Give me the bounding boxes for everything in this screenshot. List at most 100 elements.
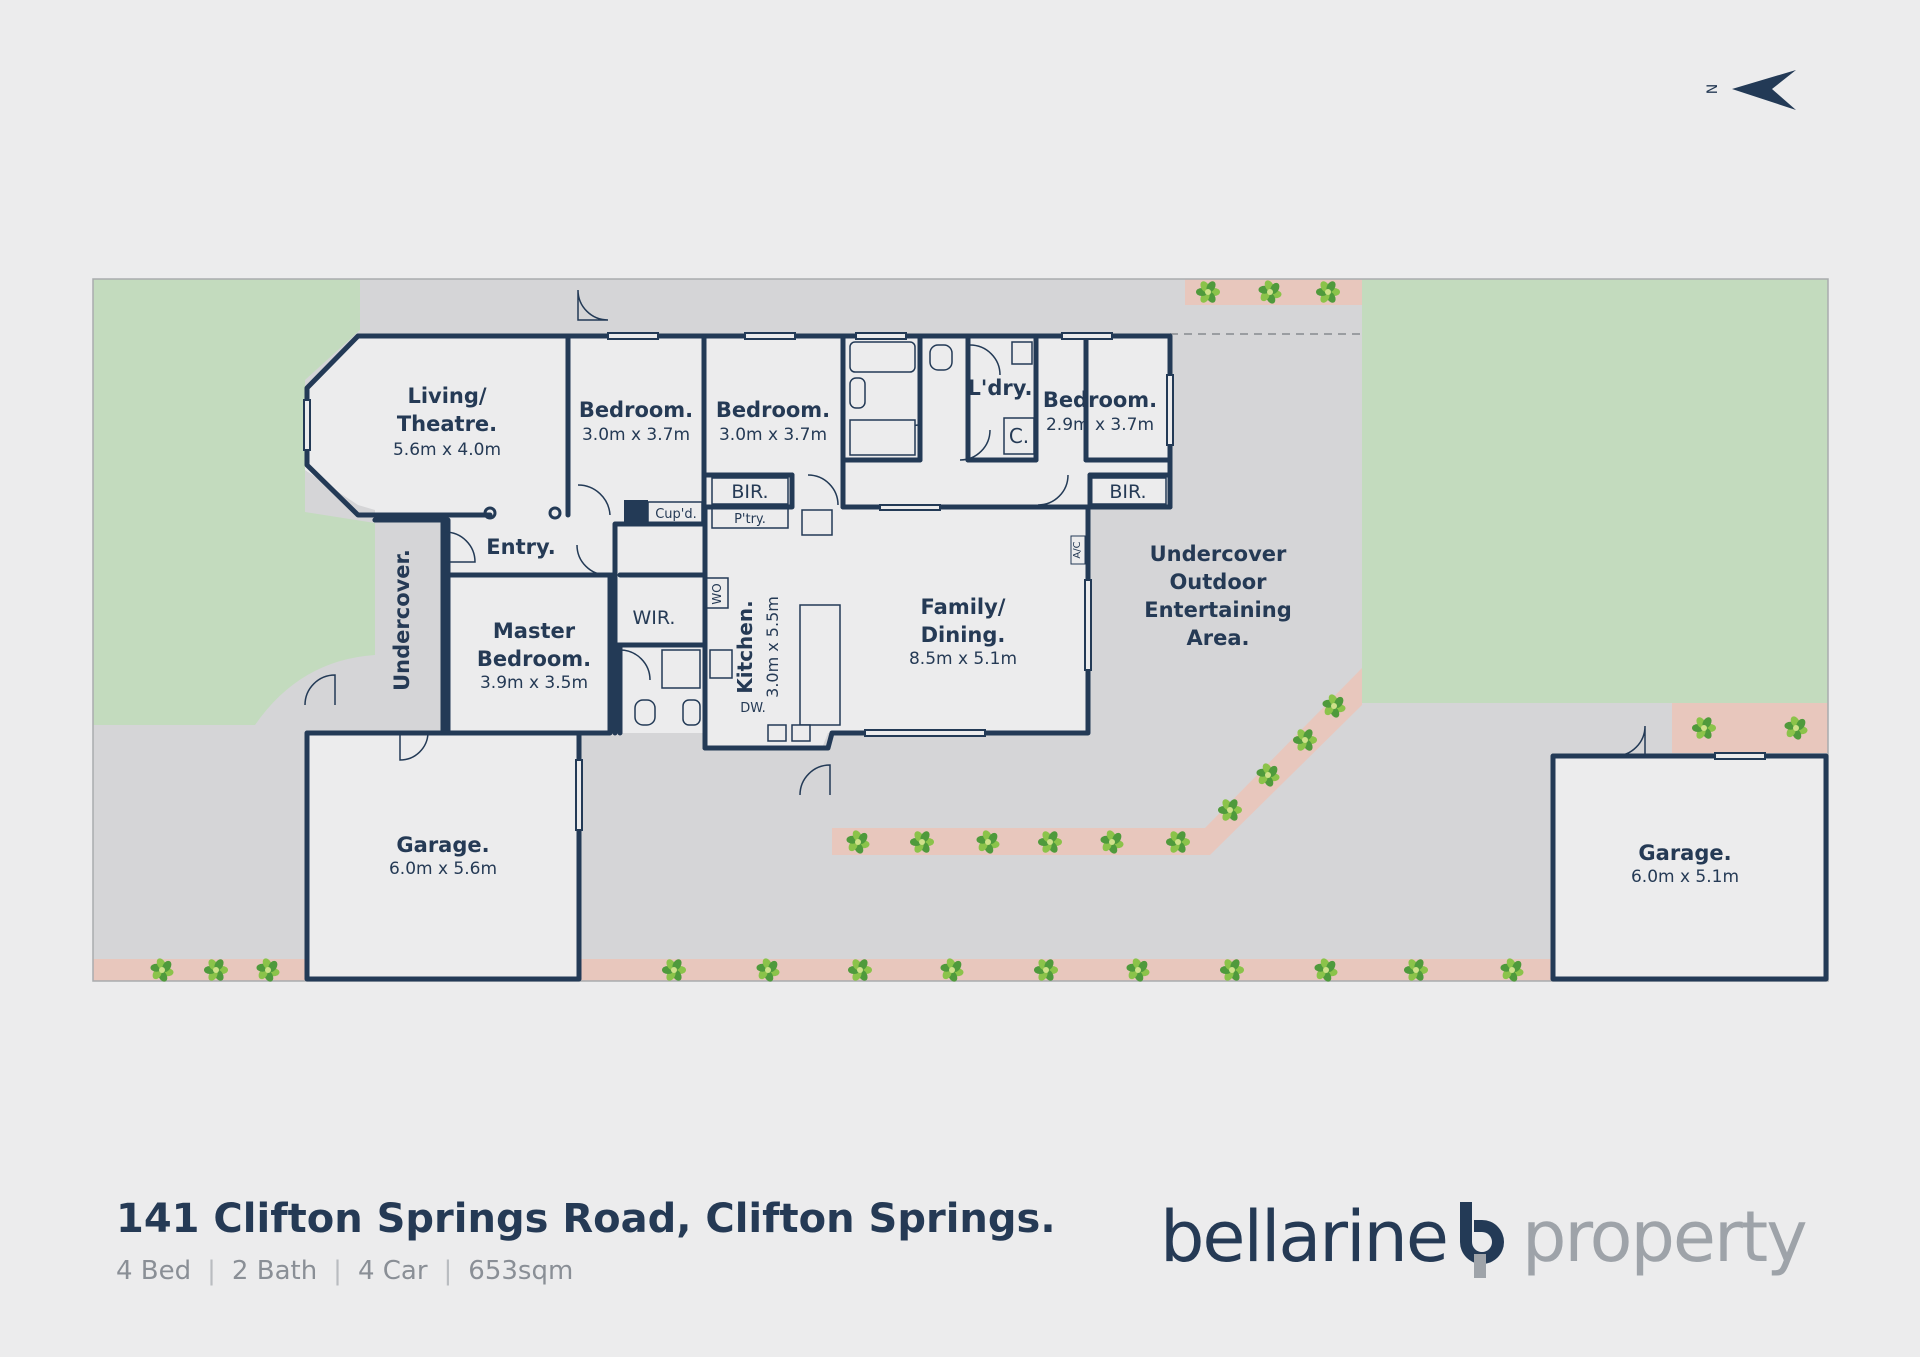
pantry-label: P'try. bbox=[734, 512, 766, 527]
outdoor-label-line3: Entertaining bbox=[1144, 598, 1291, 622]
door-swing bbox=[577, 289, 609, 321]
shrub-icon bbox=[940, 958, 964, 982]
shrubs bbox=[150, 280, 1808, 982]
brand-mark-icon bbox=[1460, 1202, 1504, 1278]
wir-label: WIR. bbox=[633, 607, 676, 629]
basin-icon bbox=[849, 377, 866, 409]
c-frame bbox=[1003, 417, 1035, 455]
garage-2-label: Garage. bbox=[1638, 841, 1731, 865]
shrub-icon bbox=[1166, 831, 1190, 853]
bath-tub-icon bbox=[849, 341, 916, 373]
shrub-icon bbox=[1322, 694, 1346, 718]
basin-icon bbox=[682, 699, 701, 726]
bedroom-b-label: Bedroom. bbox=[716, 398, 830, 422]
window bbox=[1061, 332, 1113, 340]
shrub-icon bbox=[1100, 830, 1124, 854]
window bbox=[879, 504, 941, 511]
cupboard-frame bbox=[647, 501, 703, 525]
shrub-icon bbox=[1034, 959, 1058, 981]
compass-label: N bbox=[1705, 84, 1721, 94]
garage-1-label: Garage. bbox=[396, 833, 489, 857]
window bbox=[1166, 374, 1174, 446]
bedroom-a-size: 3.0m x 3.7m bbox=[582, 425, 690, 445]
door-swing bbox=[576, 544, 608, 576]
shrub-icon bbox=[976, 830, 1000, 854]
toilet-icon bbox=[634, 699, 656, 726]
north-arrow-icon bbox=[1732, 70, 1796, 110]
door-swing bbox=[304, 674, 336, 706]
family-label-line2: Dining. bbox=[921, 623, 1006, 647]
window bbox=[607, 332, 659, 340]
shrub-icon bbox=[1126, 958, 1150, 982]
listing-specs: 4 Bed|2 Bath|4 Car|653sqm bbox=[116, 1256, 573, 1286]
listing-address: 141 Clifton Springs Road, Clifton Spring… bbox=[116, 1196, 1056, 1242]
shrub-icon bbox=[848, 959, 872, 981]
pantry-frame bbox=[711, 507, 789, 529]
kitchen-label: Kitchen. bbox=[733, 600, 757, 693]
shrub-icon bbox=[846, 830, 870, 854]
door-swing bbox=[959, 429, 991, 461]
window bbox=[303, 399, 311, 451]
living-label-line1: Living/ bbox=[407, 384, 486, 408]
wall-wir bbox=[609, 572, 708, 736]
wall-post bbox=[548, 506, 562, 520]
shrub-icon bbox=[1256, 763, 1280, 787]
shrub-icon bbox=[1314, 958, 1338, 982]
door-swing bbox=[577, 484, 611, 516]
shrub-icon bbox=[1196, 281, 1220, 303]
garage-2-size: 6.0m x 5.1m bbox=[1631, 867, 1739, 887]
spec-beds: 4 Bed bbox=[116, 1256, 192, 1286]
spec-baths: 2 Bath bbox=[231, 1256, 318, 1286]
brand-name-part2: property bbox=[1522, 1196, 1808, 1278]
outdoor-label-line1: Undercover bbox=[1150, 542, 1287, 566]
window bbox=[744, 332, 796, 340]
entry-label: Entry. bbox=[486, 535, 555, 559]
kitchen-size: 3.0m x 5.5m bbox=[763, 596, 782, 698]
window bbox=[1714, 752, 1766, 760]
door-swing bbox=[807, 474, 839, 506]
shrub-icon bbox=[204, 959, 228, 981]
toilet-icon bbox=[929, 344, 953, 371]
dw-label: DW. bbox=[740, 701, 766, 716]
window bbox=[855, 332, 907, 340]
door-swing bbox=[444, 531, 476, 563]
spec-divider: | bbox=[333, 1256, 342, 1286]
laundry-tub-icon bbox=[1011, 341, 1033, 365]
cooktop-icon bbox=[767, 724, 787, 742]
outdoor-label-line2: Outdoor bbox=[1169, 570, 1267, 594]
outdoor-label-line4: Area. bbox=[1187, 626, 1250, 650]
cupboard-block bbox=[624, 500, 648, 524]
shrub-icon bbox=[1220, 959, 1244, 981]
shrub-icon bbox=[1293, 729, 1317, 751]
shrub-icon bbox=[662, 959, 686, 981]
ac-frame bbox=[1070, 535, 1086, 565]
bir-1-label: BIR. bbox=[731, 481, 768, 503]
door-swing bbox=[1614, 725, 1646, 757]
wo-label: WO bbox=[710, 583, 724, 604]
spec-divider: | bbox=[207, 1256, 216, 1286]
laundry-label: L'dry. bbox=[968, 376, 1033, 400]
cupboard-label: Cup'd. bbox=[655, 507, 697, 522]
wall-undercover bbox=[372, 517, 446, 736]
bir-2-label: BIR. bbox=[1109, 481, 1146, 503]
wo-frame bbox=[705, 577, 729, 609]
house-interior bbox=[305, 336, 1170, 748]
living-label-line2: Theatre. bbox=[397, 412, 497, 436]
bedroom-a-label: Bedroom. bbox=[579, 398, 693, 422]
c-label: C. bbox=[1009, 424, 1029, 448]
sink-icon bbox=[709, 649, 733, 679]
site-boundary bbox=[92, 278, 1829, 982]
bedroom-c-size: 2.9m x 3.7m bbox=[1046, 415, 1154, 435]
shrub-icon bbox=[756, 958, 780, 982]
shrub-icon bbox=[910, 831, 934, 853]
door-swing bbox=[619, 649, 651, 681]
wall-garage-2 bbox=[1550, 753, 1829, 982]
door-swing bbox=[969, 344, 1001, 376]
vanity-icon bbox=[849, 419, 916, 456]
bir-1-frame bbox=[711, 477, 789, 505]
wall-corridor bbox=[701, 457, 1173, 510]
shrub-icon bbox=[1500, 958, 1524, 982]
shrub-icon bbox=[256, 958, 280, 982]
door-swing bbox=[399, 732, 429, 761]
